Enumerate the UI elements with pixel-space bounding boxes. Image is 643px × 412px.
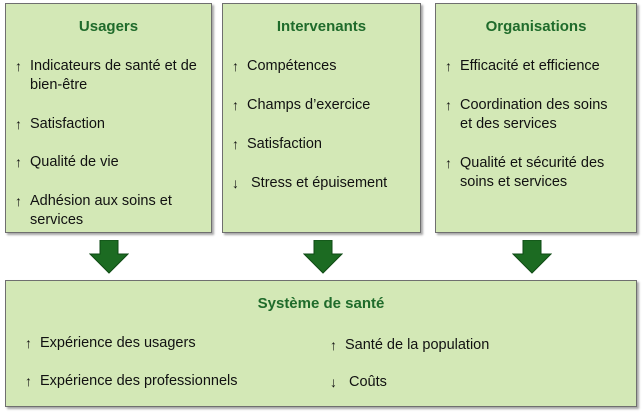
system-item-experience-professionnels: ↑ Expérience des professionnels: [25, 372, 305, 391]
system-item-sante-population: ↑ Santé de la population: [330, 336, 610, 355]
up-arrow-icon: ↑: [232, 58, 239, 74]
up-arrow-icon: ↑: [25, 335, 32, 351]
system-title: Système de santé: [257, 295, 385, 312]
down-arrow-icon: ↓: [232, 175, 239, 191]
up-arrow-icon: ↑: [445, 155, 452, 171]
organisations-box: Organisations ↑ Efficacité et efficience…: [435, 3, 637, 233]
down-arrow-icon: [512, 240, 552, 274]
intervenants-box: Intervenants ↑ Compétences ↑ Champs d’ex…: [222, 3, 421, 233]
up-arrow-icon: ↑: [15, 116, 22, 132]
usagers-item-satisfaction: ↑ Satisfaction: [15, 115, 205, 134]
usagers-item-quality-of-life: ↑ Qualité de vie: [15, 153, 205, 172]
usagers-box: Usagers ↑ Indicateurs de santé et de bie…: [5, 3, 212, 233]
item-label: Expérience des professionnels: [40, 373, 238, 389]
intervenants-item-satisfaction: ↑ Satisfaction: [232, 135, 417, 154]
item-label: Indicateurs de santé et de bien-être: [30, 58, 197, 93]
item-label: Expérience des usagers: [40, 335, 196, 351]
item-label: Coordination des soins et des services: [460, 97, 608, 132]
up-arrow-icon: ↑: [25, 373, 32, 389]
usagers-item-health: ↑ Indicateurs de santé et de bien-être: [15, 57, 205, 95]
intervenants-title: Intervenants: [276, 18, 367, 35]
system-item-couts: ↓ Coûts: [330, 373, 610, 392]
item-label: Qualité et sécurité des soins et service…: [460, 155, 605, 190]
up-arrow-icon: ↑: [15, 154, 22, 170]
down-arrow-icon: ↓: [330, 374, 337, 390]
system-item-experience-usagers: ↑ Expérience des usagers: [25, 334, 305, 353]
organisations-item-efficacite: ↑ Efficacité et efficience: [445, 57, 633, 76]
up-arrow-icon: ↑: [445, 58, 452, 74]
item-label: Satisfaction: [30, 116, 105, 132]
organisations-item-coordination: ↑ Coordination des soins et des services: [445, 96, 615, 134]
up-arrow-icon: ↑: [232, 97, 239, 113]
organisations-title: Organisations: [485, 18, 587, 35]
usagers-item-adhesion: ↑ Adhésion aux soins et services: [15, 192, 195, 230]
intervenants-item-stress: ↓ Stress et épuisement: [232, 174, 417, 193]
down-arrow-icon: [303, 240, 343, 274]
system-box: Système de santé ↑ Expérience des usager…: [5, 280, 637, 407]
up-arrow-icon: ↑: [15, 193, 22, 209]
item-label: Stress et épuisement: [251, 175, 388, 191]
item-label: Compétences: [247, 58, 337, 74]
item-label: Santé de la population: [345, 337, 490, 353]
up-arrow-icon: ↑: [232, 136, 239, 152]
item-label: Qualité de vie: [30, 154, 119, 170]
usagers-title: Usagers: [78, 18, 139, 35]
item-label: Adhésion aux soins et services: [30, 193, 172, 228]
item-label: Satisfaction: [247, 136, 322, 152]
item-label: Coûts: [349, 374, 387, 390]
item-label: Champs d’exercice: [247, 97, 371, 113]
item-label: Efficacité et efficience: [460, 58, 600, 74]
up-arrow-icon: ↑: [15, 58, 22, 74]
down-arrow-icon: [89, 240, 129, 274]
up-arrow-icon: ↑: [445, 97, 452, 113]
intervenants-item-competences: ↑ Compétences: [232, 57, 417, 76]
intervenants-item-champs: ↑ Champs d’exercice: [232, 96, 417, 115]
up-arrow-icon: ↑: [330, 337, 337, 353]
organisations-item-qualite: ↑ Qualité et sécurité des soins et servi…: [445, 154, 635, 192]
